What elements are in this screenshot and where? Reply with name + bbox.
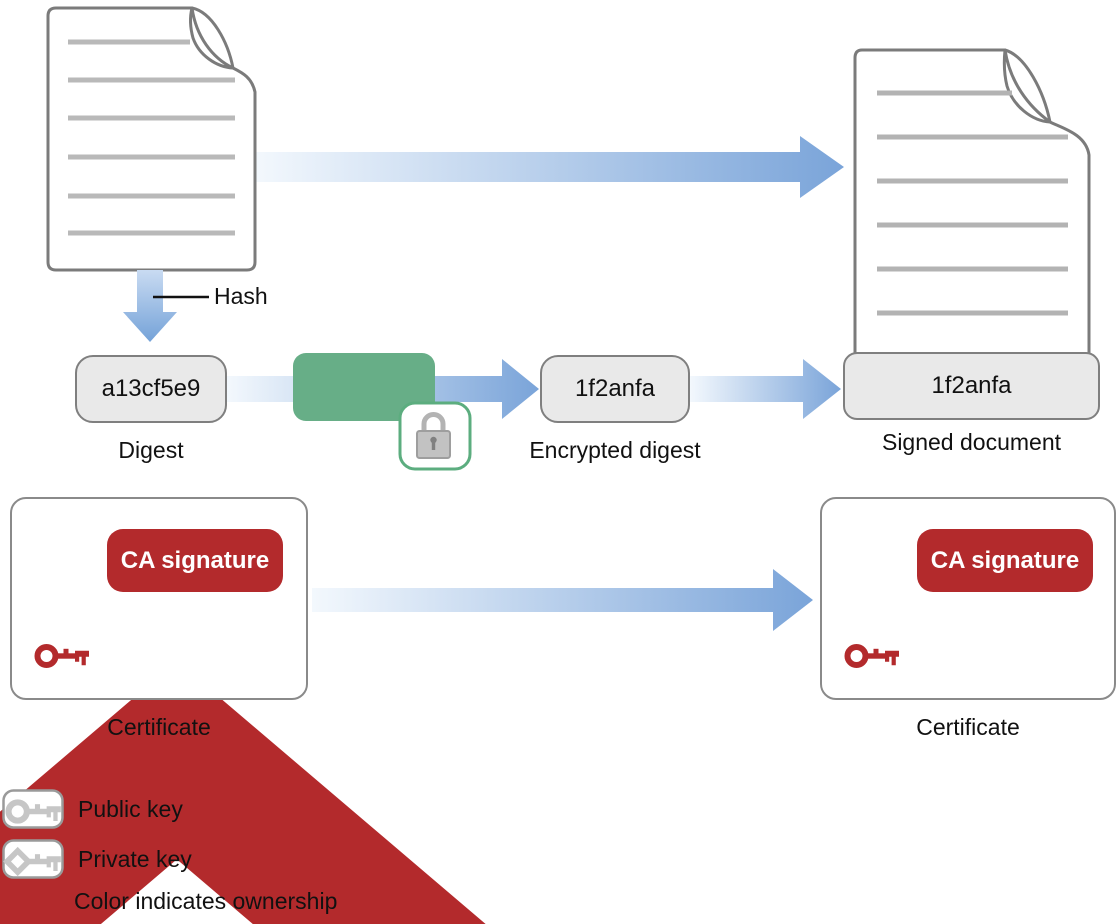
public-key-icon xyxy=(2,789,64,829)
signed-document-icon xyxy=(853,48,1091,360)
document-icon xyxy=(46,6,257,272)
certificate-right: CA signature xyxy=(820,497,1116,700)
certificate-left-label: Certificate xyxy=(107,714,211,740)
encrypted-digest-label: Encrypted digest xyxy=(529,437,701,463)
digest-label: Digest xyxy=(118,437,184,463)
ca-signature-badge: CA signature xyxy=(107,529,283,592)
public-key-icon xyxy=(34,639,92,673)
signed-document-text-lines xyxy=(877,90,1068,316)
legend-public-key-label: Public key xyxy=(78,795,183,822)
lock-badge xyxy=(0,401,491,924)
signed-document-label: Signed document xyxy=(881,429,1061,455)
ca-signature-badge: CA signature xyxy=(917,529,1093,592)
private-key-icon xyxy=(2,839,64,879)
arrow-document-to-signed xyxy=(255,136,844,198)
legend-public-key-row: Public key xyxy=(2,789,183,829)
hash-label: Hash xyxy=(214,283,268,309)
document-text-lines xyxy=(68,39,235,236)
certificate-left: CA signature xyxy=(10,497,308,700)
lock-icon xyxy=(416,412,451,459)
certificate-right-label: Certificate xyxy=(916,714,1020,740)
arrow-certificate-to-certificate xyxy=(312,569,813,631)
hash-arrow-icon xyxy=(123,270,209,342)
encryption-box xyxy=(293,353,435,421)
digest-chip: a13cf5e9 xyxy=(75,355,227,423)
legend-private-key-label: Private key xyxy=(78,845,192,872)
legend-private-key-row: Private key xyxy=(2,839,192,879)
public-key-icon xyxy=(844,639,902,673)
encrypted-digest-chip: 1f2anfa xyxy=(540,355,690,423)
legend-ownership-note: Color indicates ownership xyxy=(74,888,338,914)
signed-document-chip: 1f2anfa xyxy=(843,352,1100,420)
arrow-encrypted-to-signed xyxy=(690,359,841,419)
